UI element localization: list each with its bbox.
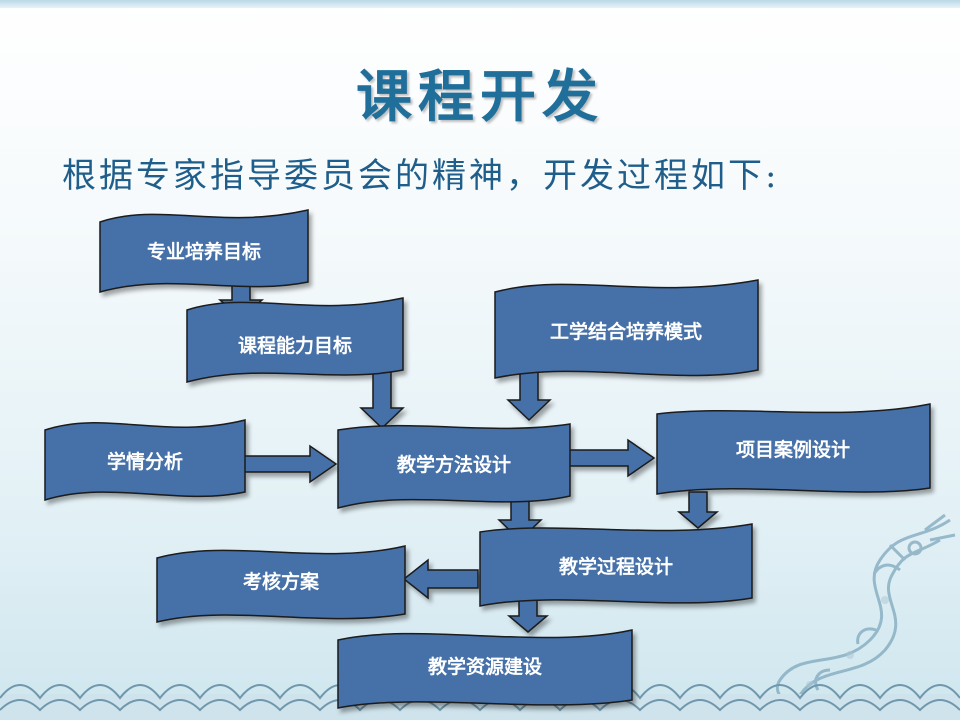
label-assessment-plan: 考核方案 <box>243 570 320 593</box>
node-professional-goal <box>99 209 309 293</box>
top-accent-bar <box>0 0 960 8</box>
node-teaching-resource-building <box>337 629 633 709</box>
arrow-ability-to-method <box>359 371 405 430</box>
label-project-case-design: 项目案例设计 <box>736 438 850 461</box>
arrow-process-to-assessment <box>402 558 479 600</box>
arrow-process-to-resource <box>506 599 550 633</box>
label-work-study-mode: 工学结合培养模式 <box>550 320 702 343</box>
arrow-method-to-project <box>567 438 656 478</box>
slide-title: 课程开发 <box>356 65 604 130</box>
label-teaching-resource-building: 教学资源建设 <box>428 655 542 678</box>
dragon-ornament <box>776 513 956 717</box>
node-learner-analysis <box>44 419 246 502</box>
arrow-analysis-to-method <box>239 444 338 484</box>
node-teaching-method-design <box>337 423 571 509</box>
label-learner-analysis: 学情分析 <box>107 450 183 473</box>
node-assessment-plan <box>156 545 406 623</box>
label-teaching-method-design: 教学方法设计 <box>397 453 511 476</box>
label-teaching-process-design: 教学过程设计 <box>559 555 673 578</box>
arrow-mode-to-method <box>506 371 552 422</box>
node-project-case-design <box>656 403 931 495</box>
node-work-study-mode <box>494 279 759 379</box>
slide-subtitle: 根据专家指导委员会的精神，开发过程如下: <box>62 156 780 196</box>
node-course-ability-goal <box>186 297 404 383</box>
node-teaching-process-design <box>479 523 753 607</box>
label-professional-goal: 专业培养目标 <box>147 240 261 263</box>
arrow-project-to-process <box>676 491 720 529</box>
label-course-ability-goal: 课程能力目标 <box>238 334 352 357</box>
